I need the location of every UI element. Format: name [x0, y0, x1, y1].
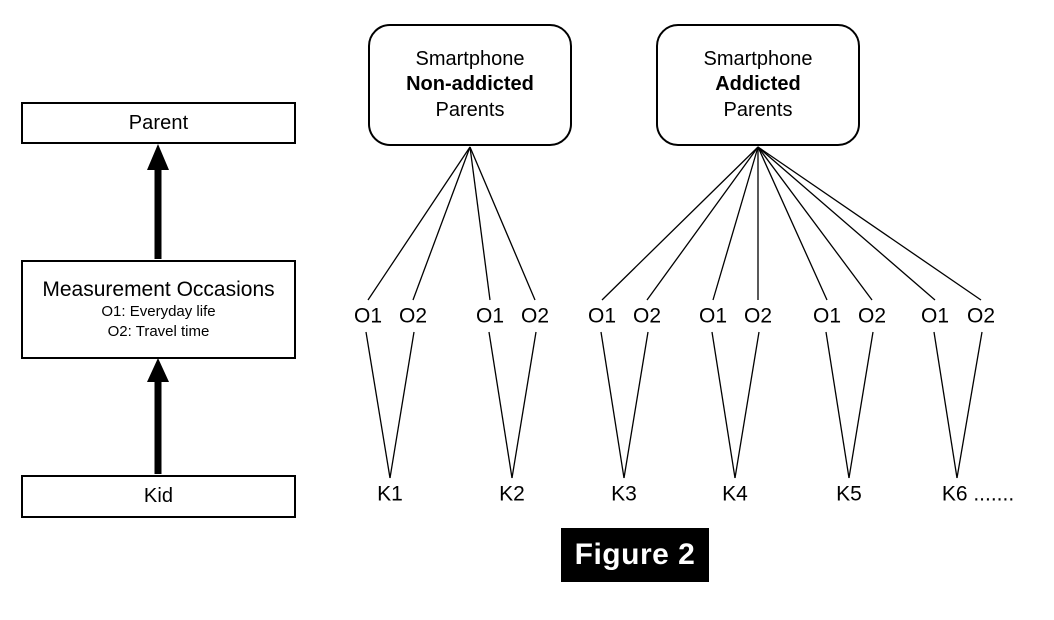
group-box-addicted-parents: Smartphone Addicted Parents	[656, 24, 860, 146]
occasion-label-addicted-k4-o1: O1	[698, 304, 728, 328]
occasion-label-nonaddicted-k1-o1: O1	[353, 304, 383, 328]
kid-label-2: K2	[499, 482, 525, 506]
occasion-label-addicted-k4-o2: O2	[743, 304, 773, 328]
occasion-label-addicted-k5-o2: O2	[857, 304, 887, 328]
occasion-label-nonaddicted-k2-o1: O1	[475, 304, 505, 328]
legend-occasion-item-o2: O2: Travel time	[107, 323, 210, 341]
arrow-occasions-to-parent	[147, 144, 169, 259]
kid-label-1: K1	[377, 482, 403, 506]
group-addicted-line1: Smartphone	[703, 47, 813, 70]
kid-label-5: K5	[836, 482, 862, 506]
kid-label-4: K4	[722, 482, 748, 506]
occasion-label-nonaddicted-k2-o2: O2	[520, 304, 550, 328]
group-nonaddicted-line3: Parents	[435, 98, 505, 121]
occasion-label-addicted-k3-o2: O2	[632, 304, 662, 328]
occasion-label-addicted-k3-o1: O1	[587, 304, 617, 328]
group-nonaddicted-line2: Non-addicted	[406, 73, 534, 96]
legend-kid-label: Kid	[143, 485, 174, 507]
figure-caption: Figure 2	[561, 528, 709, 582]
group-addicted-line3: Parents	[723, 98, 793, 121]
legend-kid-box: Kid	[21, 475, 296, 518]
occasion-label-addicted-k6-o2: O2	[966, 304, 996, 328]
kid-label-6: K6 .......	[941, 482, 1015, 506]
legend-parent-label: Parent	[128, 111, 189, 134]
group-addicted-line2: Addicted	[715, 73, 801, 96]
fan-nonaddicted	[367, 146, 536, 301]
kid-label-3: K3	[611, 482, 637, 506]
legend-occasion-item-o1: O1: Everyday life	[101, 302, 216, 320]
occasion-label-addicted-k6-o1: O1	[920, 304, 950, 328]
group-box-nonaddicted-parents: Smartphone Non-addicted Parents	[368, 24, 572, 146]
legend-parent-box: Parent	[21, 102, 296, 144]
occasion-label-nonaddicted-k1-o2: O2	[398, 304, 428, 328]
edges-occasions-to-kids	[365, 331, 983, 479]
arrow-kid-to-occasions	[147, 358, 169, 474]
group-nonaddicted-line1: Smartphone	[415, 47, 525, 70]
legend-occasions-title: Measurement Occasions	[42, 277, 275, 301]
fan-addicted	[601, 146, 982, 301]
occasion-label-addicted-k5-o1: O1	[812, 304, 842, 328]
legend-measurement-occasions-box: Measurement Occasions O1: Everyday life …	[21, 260, 296, 359]
